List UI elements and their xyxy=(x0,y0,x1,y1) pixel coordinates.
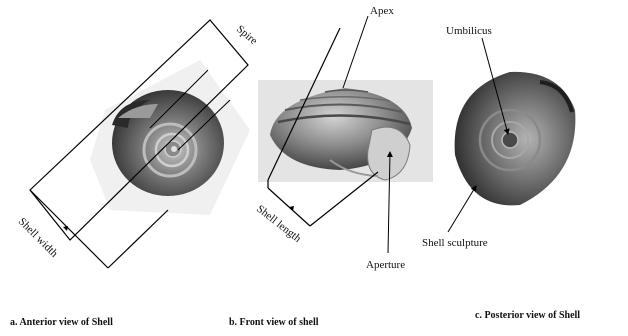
shell-sculpture-label: Shell sculpture xyxy=(422,237,488,249)
umbilicus-label: Umbilicus xyxy=(446,25,492,37)
panel-a-width-arrow-icon xyxy=(63,226,68,231)
panel-b-caption: b. Front view of shell xyxy=(229,317,319,328)
apex-leader-line xyxy=(343,16,368,88)
panel-c-caption: c. Posterior view of Shell xyxy=(475,310,580,321)
panel-a: Spire Shell width a. Anterior view of Sh… xyxy=(10,20,260,328)
panel-c: Umbilicus Shell sculpture c. Posterior v… xyxy=(422,25,580,321)
spire-label: Spire xyxy=(234,23,260,47)
panel-c-shell-image xyxy=(455,72,576,206)
shell-width-label: Shell width xyxy=(16,216,60,260)
panel-b: Apex Shell length Aperture b. Front view… xyxy=(229,5,433,328)
apex-label: Apex xyxy=(370,5,394,17)
shell-sculpture-leader-line xyxy=(448,186,476,232)
aperture-label: Aperture xyxy=(366,259,405,271)
panel-a-caption: a. Anterior view of Shell xyxy=(10,317,113,328)
shell-length-label: Shell length xyxy=(254,203,303,245)
